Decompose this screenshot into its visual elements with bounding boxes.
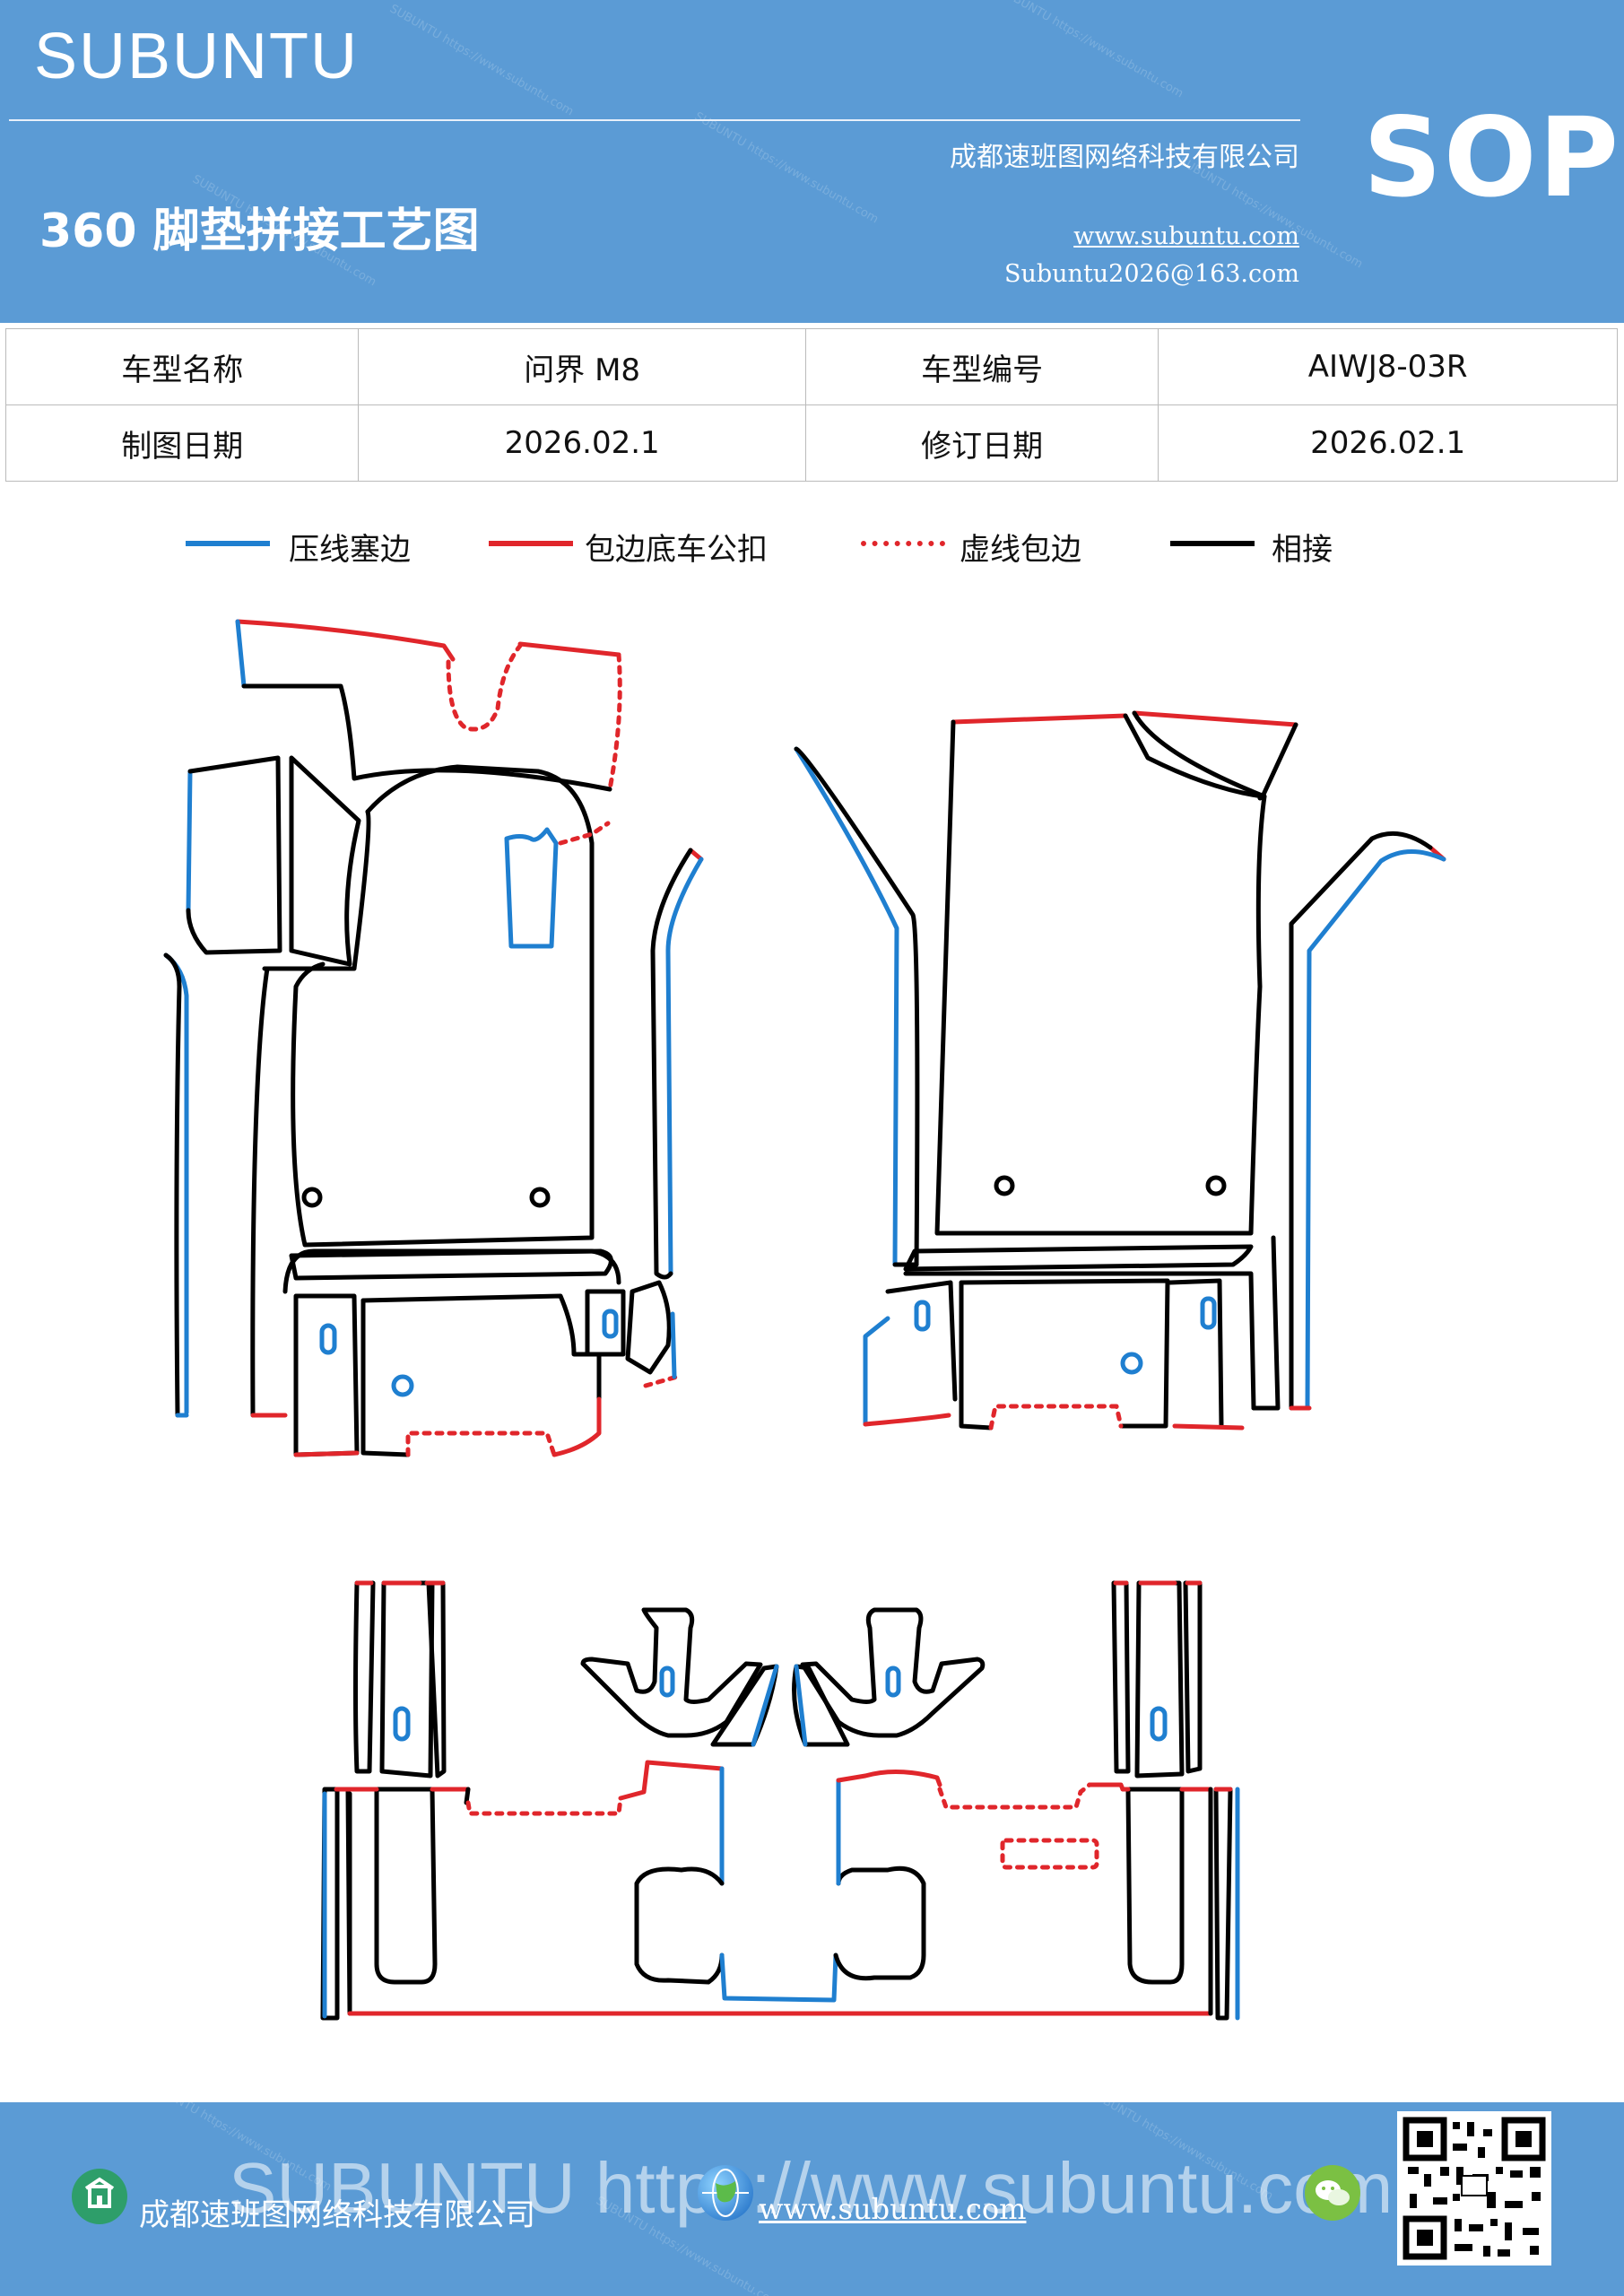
front-right-mat — [794, 710, 1446, 1431]
legend-label: 包边底车公扣 — [585, 532, 768, 568]
legend-label: 相接 — [1272, 532, 1333, 568]
value-cell: 问界 M8 — [358, 328, 806, 405]
footer-company: 成都速班图网络科技有限公司 — [139, 2197, 535, 2233]
label-cell: 修订日期 — [804, 404, 1159, 482]
value-cell: AIWJ8-03R — [1158, 328, 1618, 405]
legend-swatch-red — [489, 541, 573, 546]
globe-icon — [698, 2165, 753, 2221]
front-left-mat — [163, 619, 704, 1457]
floor-mat-diagram — [163, 619, 1446, 2021]
website-link[interactable]: www.subuntu.com — [1073, 222, 1299, 250]
legend-swatch-blue — [186, 541, 270, 546]
table-row: 制图日期 2026.02.1 修订日期 2026.02.1 — [4, 404, 1618, 482]
legend-swatch-black — [1170, 541, 1255, 546]
value-cell: 2026.02.1 — [1158, 404, 1618, 482]
vehicle-info-table: 车型名称 问界 M8 车型编号 AIWJ8-03R 制图日期 2026.02.1… — [4, 328, 1618, 482]
header: SUBUNTU https://www.subuntu.com SUBUNTU … — [0, 0, 1624, 323]
legend-swatch-red-dotted — [861, 541, 945, 546]
legend: 压线塞边 包边底车公扣 虚线包边 相接 — [0, 525, 1624, 570]
building-icon — [72, 2169, 127, 2224]
value-cell: 2026.02.1 — [358, 404, 806, 482]
legend-label: 压线塞边 — [289, 532, 411, 568]
label-cell: 制图日期 — [4, 404, 360, 482]
brand-name: SUBUNTU — [34, 21, 360, 92]
header-divider — [9, 119, 1300, 121]
label-cell: 车型编号 — [804, 328, 1159, 405]
rear-mat — [320, 1580, 1240, 2021]
label-cell: 车型名称 — [4, 328, 360, 405]
footer-watermark: SUBUNTU https://www.subuntu.com — [229, 2148, 1394, 2228]
email-address[interactable]: Subuntu2026@163.com — [1004, 260, 1299, 288]
wechat-icon[interactable] — [1305, 2165, 1360, 2221]
footer-website-link[interactable]: www.subuntu.com — [759, 2192, 1027, 2226]
sop-badge: SOP — [1363, 94, 1620, 222]
qr-code — [1397, 2111, 1551, 2266]
legend-label: 虚线包边 — [960, 532, 1081, 568]
company-name: 成都速班图网络科技有限公司 — [950, 142, 1299, 173]
page-title: 360 脚垫拼接工艺图 — [39, 204, 480, 258]
footer: SUBUNTU https://www.subuntu.com SUBUNTU … — [0, 2102, 1624, 2296]
table-row: 车型名称 问界 M8 车型编号 AIWJ8-03R — [4, 328, 1618, 405]
